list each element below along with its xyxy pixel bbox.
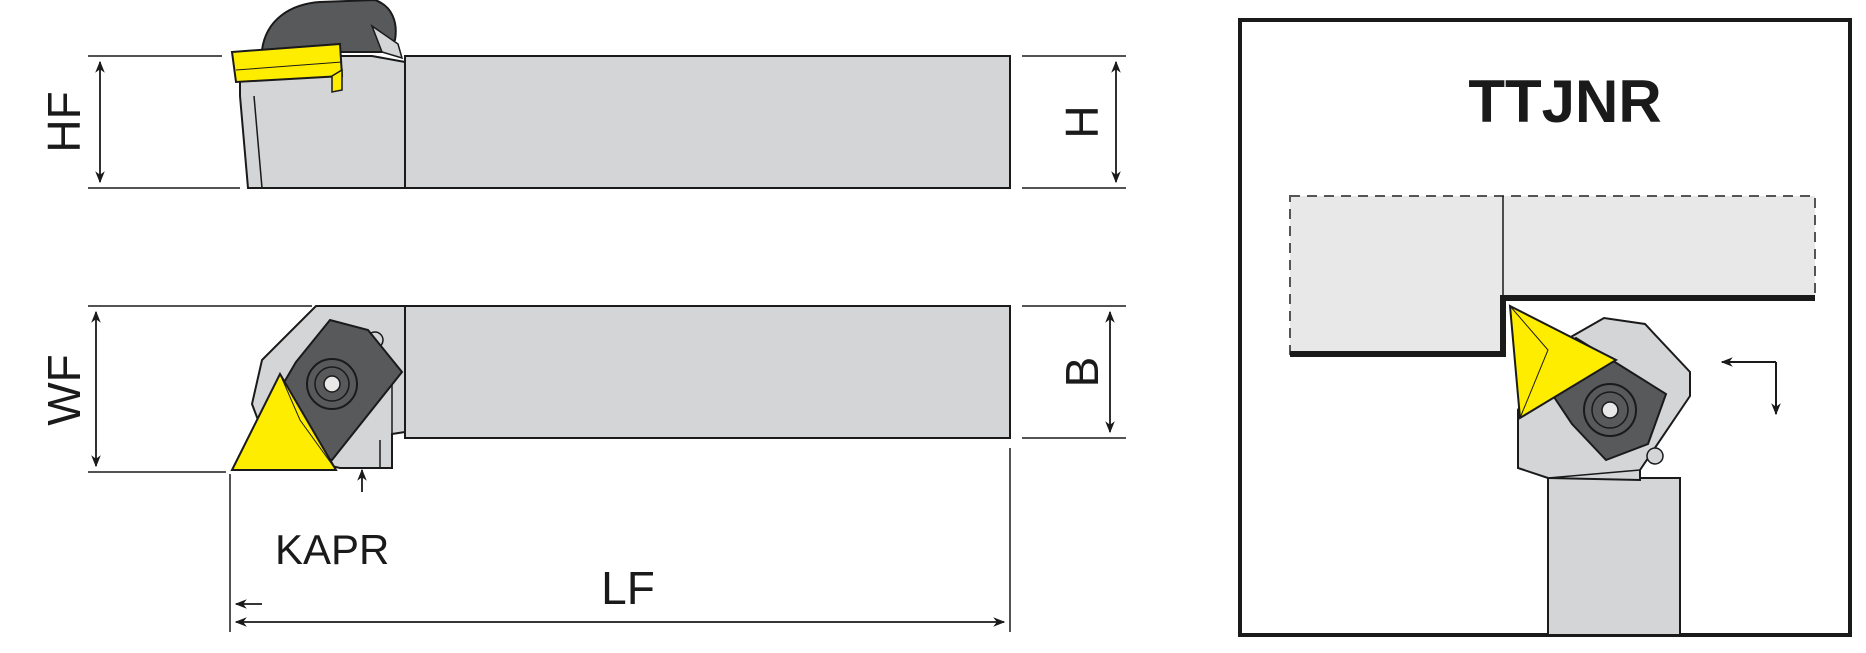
detail-panel: TTJNR bbox=[1238, 18, 1852, 637]
side-clamp bbox=[261, 0, 397, 53]
detail-shank bbox=[1547, 477, 1681, 636]
side-head bbox=[239, 55, 406, 189]
b-label: B bbox=[1056, 357, 1108, 388]
top-insert bbox=[230, 371, 338, 471]
wf-label: WF bbox=[38, 354, 90, 426]
lf-label: LF bbox=[601, 562, 655, 614]
hf-label: HF bbox=[38, 91, 90, 152]
side-view: HF H bbox=[38, 0, 1126, 189]
kapr-label: KAPR bbox=[275, 526, 389, 573]
side-shank bbox=[404, 55, 1011, 189]
machined-surface bbox=[1290, 295, 1815, 357]
detail-insert bbox=[1508, 304, 1619, 420]
top-shank bbox=[404, 305, 1011, 439]
detail-title: TTJNR bbox=[1468, 68, 1661, 135]
top-view: WF B KAPR LF bbox=[38, 305, 1126, 632]
h-label: H bbox=[1056, 105, 1108, 138]
